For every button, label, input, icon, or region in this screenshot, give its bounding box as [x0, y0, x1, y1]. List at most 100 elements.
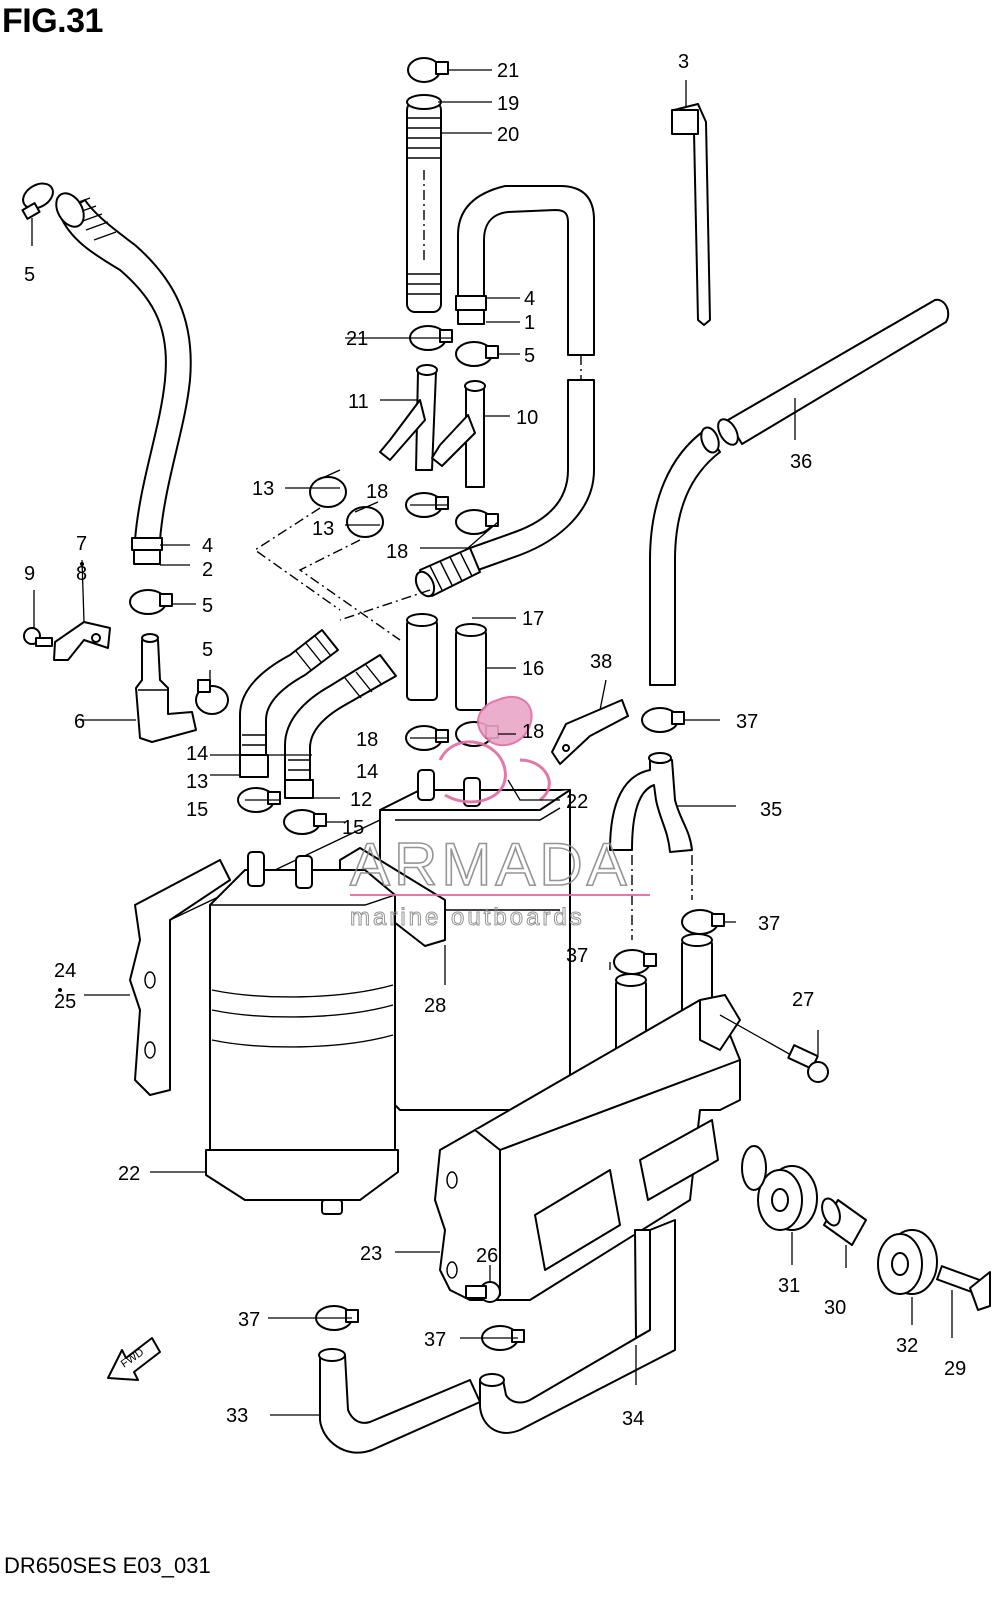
callout-19: 19 [497, 93, 519, 115]
callout-34: 34 [622, 1408, 644, 1430]
straight-hose-16 [455, 623, 487, 711]
clamp-bracket-7-8 [53, 621, 111, 661]
clamp-5-mid-left [195, 679, 229, 715]
callout-15: 15 [342, 817, 364, 839]
callout-29: 29 [944, 1358, 966, 1380]
main-bracket-23 [434, 994, 741, 1301]
callout-16: 16 [522, 658, 544, 680]
screw-9 [23, 627, 53, 647]
callout-18: 18 [386, 541, 408, 563]
straight-hose-17 [406, 613, 438, 701]
leader-lines [31, 69, 953, 1416]
t-joint-11 [379, 364, 438, 471]
callout-9: 9 [24, 563, 35, 585]
callout-35: 35 [760, 799, 782, 821]
callout-33: 33 [226, 1405, 248, 1427]
callout-3: 3 [678, 51, 689, 73]
callout-24: 24 [54, 960, 76, 982]
grommet-31 [741, 1145, 818, 1231]
callout-17: 17 [522, 608, 544, 630]
callout-37: 37 [736, 711, 758, 733]
callout-23: 23 [360, 1243, 382, 1265]
callout-22: 22 [566, 791, 588, 813]
callout-5: 5 [524, 345, 535, 367]
callout-30: 30 [824, 1297, 846, 1319]
callout-20: 20 [497, 124, 519, 146]
callout-37: 37 [424, 1329, 446, 1351]
callout-31: 31 [778, 1275, 800, 1297]
callout-4: 4 [524, 288, 535, 310]
bolt-26 [465, 1281, 501, 1303]
t-joint-10 [431, 380, 486, 488]
elbow-hose-14-left [239, 629, 339, 778]
clamp-37-upper [613, 707, 725, 975]
canister-rear [379, 769, 571, 1111]
callout-36: 36 [790, 451, 812, 473]
callout-separator-dot [58, 988, 62, 992]
callout-18: 18 [356, 729, 378, 751]
callout-21: 21 [497, 60, 519, 82]
fwd-direction-icon: FWD [107, 1337, 161, 1381]
diagram-code: DR650SES E03_031 [4, 1553, 211, 1578]
callout-5: 5 [202, 639, 213, 661]
callout-37: 37 [758, 913, 780, 935]
callout-1: 1 [524, 312, 535, 334]
clamps-21-5-mid [409, 325, 499, 367]
cable-tie-3 [671, 103, 711, 326]
clamp-5-left [129, 589, 173, 615]
canister-front [205, 851, 399, 1215]
hose-clamp-21-top [407, 57, 449, 83]
collar-30 [821, 1197, 867, 1246]
hose-clamp-5-top [21, 182, 54, 220]
callout-separator-dot [80, 562, 84, 566]
center-vertical-hose [406, 94, 442, 313]
callout-38: 38 [590, 651, 612, 673]
left-vacuum-hose [55, 192, 192, 565]
callout-14: 14 [186, 743, 208, 765]
figure-title: FIG.31 [2, 2, 103, 40]
watermark-brand: ARMADA [350, 831, 631, 898]
callout-12: 12 [350, 789, 372, 811]
callout-15: 15 [186, 799, 208, 821]
callout-13: 13 [252, 478, 274, 500]
callout-6: 6 [74, 711, 85, 733]
callout-13: 13 [186, 771, 208, 793]
callout-18: 18 [366, 481, 388, 503]
bracket-38 [551, 699, 629, 765]
clamps-37-lower [315, 1305, 525, 1351]
callout-25: 25 [54, 991, 76, 1013]
lower-hose-33 [318, 1348, 481, 1454]
watermark-tagline: marine outboards [350, 904, 585, 931]
callout-2: 2 [202, 559, 213, 581]
lower-hose-34 [479, 1219, 676, 1434]
callout-7: 7 [76, 533, 87, 555]
hose-end-corrugated [414, 547, 481, 598]
callout-27: 27 [792, 989, 814, 1011]
elbow-hose-14-right [284, 654, 397, 799]
callout-28: 28 [424, 995, 446, 1017]
callout-11: 11 [348, 391, 369, 413]
fitting-6 [135, 633, 197, 743]
callout-5: 5 [24, 264, 35, 286]
bent-hose-35 [609, 752, 693, 853]
callout-32: 32 [896, 1335, 918, 1357]
callout-5: 5 [202, 595, 213, 617]
callout-37: 37 [238, 1309, 260, 1331]
bolt-27 [719, 1014, 829, 1083]
callout-37: 37 [566, 945, 588, 967]
callout-4: 4 [202, 535, 213, 557]
curved-hose-36 [649, 298, 950, 686]
callout-10: 10 [516, 407, 538, 429]
callout-22: 22 [118, 1163, 140, 1185]
bolt-29 [936, 1265, 991, 1311]
grommet-32 [877, 1229, 938, 1295]
callout-26: 26 [476, 1245, 498, 1267]
clamps-13-18 [309, 469, 499, 538]
u-hose-upper [455, 185, 595, 571]
callout-18: 18 [522, 721, 544, 743]
callout-21: 21 [346, 328, 368, 350]
callout-13: 13 [312, 518, 334, 540]
